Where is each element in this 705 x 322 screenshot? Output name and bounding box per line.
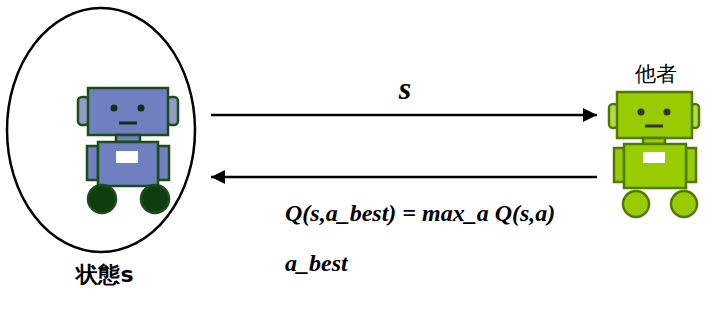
robot-head (617, 92, 692, 138)
robot-arm (87, 146, 98, 180)
robot-mouth (645, 125, 663, 128)
robot-head (88, 88, 168, 135)
robot-wheel (88, 185, 116, 213)
green-robot (609, 92, 699, 217)
robot-eye (138, 105, 145, 112)
state-ellipse (7, 8, 195, 252)
robot-wheel (141, 185, 169, 213)
robot-eye (638, 109, 645, 116)
robot-chest-panel (116, 151, 138, 163)
state-outline (5, 6, 197, 254)
robot-arm (686, 148, 696, 182)
blue-robot (78, 88, 178, 213)
robot-eye (664, 109, 671, 116)
message-arrow (211, 176, 597, 179)
robot-body (98, 142, 158, 186)
message-arrow (211, 114, 597, 117)
robot-wheel (671, 191, 697, 217)
robot-body (624, 144, 686, 188)
message-label: s (399, 71, 411, 106)
agent-box: 他者 (603, 62, 705, 222)
robot-chest-panel (643, 152, 665, 163)
state-circle: 状態s (5, 6, 205, 296)
robot-arm (614, 148, 624, 182)
robot-eye (111, 105, 118, 112)
action-label: a_best (285, 250, 348, 276)
equation-label: Q(s,a_best) = max_a Q(s,a) (285, 200, 555, 226)
robot-mouth (119, 122, 137, 125)
state-label: 状態s (5, 262, 205, 287)
robot-wheel (623, 191, 649, 217)
robot-arm (158, 146, 169, 180)
agent-label: 他者 (603, 62, 705, 86)
